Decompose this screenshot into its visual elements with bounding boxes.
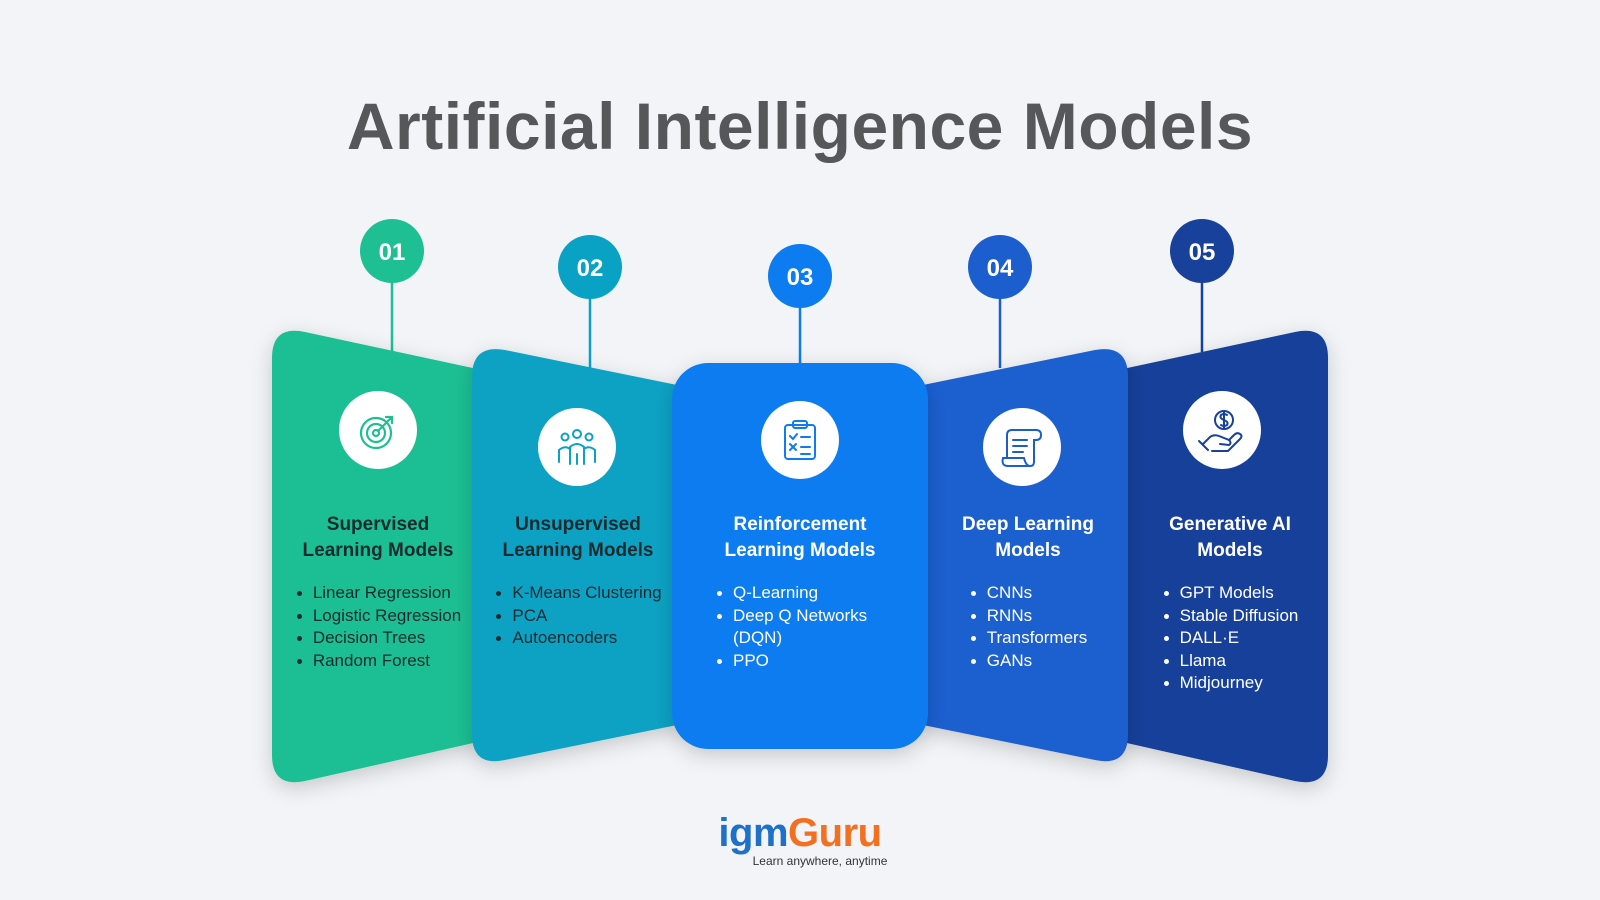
number-badge-1: 01 [360,219,424,283]
list-item: Transformers [969,627,1087,650]
number-badge-4: 04 [968,235,1032,299]
number-badge-2: 02 [558,235,622,299]
list-item: GANs [969,650,1087,673]
number-4: 04 [987,255,1014,282]
list-item: Midjourney [1162,672,1299,695]
scroll-document-icon [1001,429,1043,467]
list-item: RNNs [969,605,1087,628]
icon-circle-3 [761,401,839,479]
number-5: 05 [1189,239,1216,266]
card-4-list: CNNs RNNs Transformers GANs [969,582,1087,672]
icon-circle-2 [538,408,616,486]
list-item: Llama [1162,650,1299,673]
card-3-list: Q-Learning Deep Q Networks (DQN) PPO [715,582,885,672]
card-1-list: Linear Regression Logistic Regression De… [295,582,461,672]
number-badge-3: 03 [768,244,832,308]
list-item: Logistic Regression [295,605,461,628]
card-2-list: K-Means Clustering PCA Autoencoders [494,582,662,650]
card-1-shape [272,330,482,783]
logo-tagline: Learn anywhere, anytime [752,854,888,868]
number-1: 01 [379,239,406,266]
logo-wordmark: igmGuru [718,811,882,855]
list-item: PCA [494,605,661,628]
list-item: DALL·E [1162,627,1299,650]
clipboard-checklist-icon [784,420,816,460]
number-badge-5: 05 [1170,219,1234,283]
hand-dollar-icon [1198,410,1243,452]
icon-circle-5 [1183,391,1261,469]
list-item: Deep Q Networks (DQN) [715,605,885,650]
list-item: Linear Regression [295,582,461,605]
list-item: Decision Trees [295,627,461,650]
list-item: Q-Learning [715,582,885,605]
card-2-shape [472,349,682,762]
logo: igmGuru Learn anywhere, anytime [0,812,1600,868]
number-2: 02 [577,255,604,282]
list-item: PPO [715,650,885,673]
people-group-icon [558,429,596,465]
list-item: Random Forest [295,650,461,673]
card-5-shape [1118,330,1328,783]
card-4-shape [918,349,1128,762]
list-item: GPT Models [1162,582,1299,605]
card-3-shape [672,363,928,749]
page-title: Artificial Intelligence Models [346,89,1254,163]
list-item: CNNs [969,582,1087,605]
target-icon [359,415,394,450]
card-5-list: GPT Models Stable Diffusion DALL·E Llama… [1162,582,1299,695]
list-item: Stable Diffusion [1162,605,1298,628]
list-item: K-Means Clustering [494,582,662,605]
number-3: 03 [787,264,814,291]
list-item: Autoencoders [494,627,661,650]
